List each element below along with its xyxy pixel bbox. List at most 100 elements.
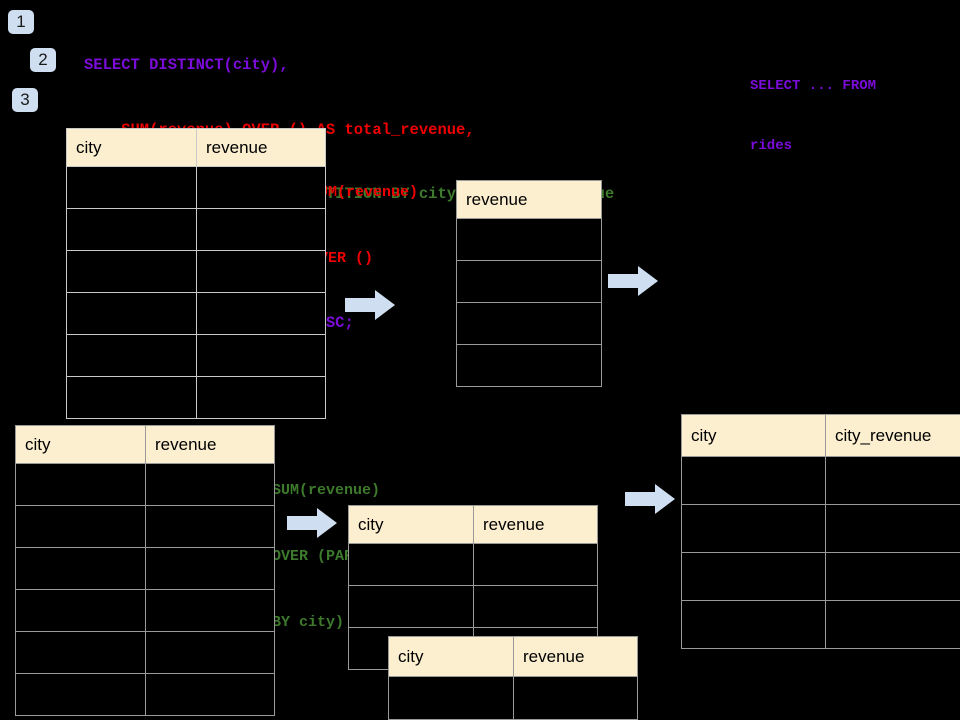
table-header-row: city revenue xyxy=(66,128,326,167)
arrow-right-icon xyxy=(608,266,658,296)
table-cell xyxy=(196,250,326,293)
table-cell xyxy=(473,585,598,628)
table-body xyxy=(66,166,326,419)
table-cell xyxy=(15,463,146,506)
table-row xyxy=(66,334,326,377)
table-source-top: city revenue xyxy=(66,128,326,419)
column-header-revenue: revenue xyxy=(145,425,275,464)
column-header-city: city xyxy=(15,425,146,464)
side-note-line-2: rides xyxy=(750,138,793,154)
table-row xyxy=(15,547,275,590)
table-cell xyxy=(681,552,826,601)
column-header-revenue: revenue xyxy=(196,128,326,167)
table-row xyxy=(456,218,602,261)
table-partition-b: city revenue xyxy=(388,636,638,720)
flow-arrow-4 xyxy=(625,483,675,515)
table-row xyxy=(66,376,326,419)
flow-arrow-3 xyxy=(287,507,337,539)
step-badge-3: 3 xyxy=(12,88,38,112)
column-header-revenue: revenue xyxy=(473,505,598,544)
flow-arrow-1 xyxy=(345,289,395,321)
table-row xyxy=(348,543,598,586)
table-cell xyxy=(513,676,638,720)
table-cell xyxy=(66,250,197,293)
table-cell xyxy=(681,456,826,505)
table-header-row: city revenue xyxy=(388,636,638,677)
table-cell xyxy=(825,456,960,505)
table-cell xyxy=(15,547,146,590)
annotation-total-line-1: SUM(revenue) xyxy=(310,184,419,201)
table-cell xyxy=(348,585,474,628)
table-row xyxy=(66,166,326,209)
table-cell xyxy=(825,600,960,649)
table-row xyxy=(66,292,326,335)
table-cell xyxy=(15,505,146,548)
table-cell xyxy=(196,334,326,377)
column-header-revenue: revenue xyxy=(513,636,638,677)
table-cell xyxy=(196,208,326,251)
table-cell xyxy=(825,504,960,553)
table-row xyxy=(15,673,275,716)
table-header-row: city revenue xyxy=(15,425,275,464)
table-row xyxy=(348,585,598,628)
annotation-total-line-2: OVER () xyxy=(310,250,374,267)
table-cell xyxy=(473,543,598,586)
arrow-right-icon xyxy=(287,508,337,538)
column-header-city: city xyxy=(388,636,514,677)
table-body xyxy=(681,456,960,649)
table-cell xyxy=(145,505,275,548)
table-cell xyxy=(145,589,275,632)
annotation-total-revenue: SUM(revenue) OVER () xyxy=(310,138,418,314)
table-cell xyxy=(825,552,960,601)
table-row xyxy=(15,631,275,674)
table-cell xyxy=(456,260,602,303)
table-row xyxy=(66,208,326,251)
table-header-row: city city_revenue xyxy=(681,414,960,457)
table-cell xyxy=(456,218,602,261)
column-header-city: city xyxy=(348,505,474,544)
annotation-partition-line-1: SUM(revenue) xyxy=(272,482,381,499)
table-row xyxy=(681,600,960,649)
table-row xyxy=(681,552,960,601)
table-total-revenue: revenue xyxy=(456,180,602,387)
table-row xyxy=(66,250,326,293)
table-row xyxy=(456,344,602,387)
table-cell xyxy=(15,631,146,674)
column-header-city-revenue: city_revenue xyxy=(825,414,960,457)
arrow-right-icon xyxy=(345,290,395,320)
table-cell xyxy=(66,376,197,419)
table-result: city city_revenue xyxy=(681,414,960,649)
flow-arrow-2 xyxy=(608,265,658,297)
table-body xyxy=(388,676,638,720)
table-row xyxy=(388,676,638,720)
arrow-right-icon xyxy=(625,484,675,514)
table-row xyxy=(15,589,275,632)
table-cell xyxy=(456,344,602,387)
table-row xyxy=(15,505,275,548)
table-header-row: city revenue xyxy=(348,505,598,544)
column-header-city: city xyxy=(66,128,197,167)
table-cell xyxy=(15,589,146,632)
table-cell xyxy=(145,673,275,716)
table-cell xyxy=(66,166,197,209)
table-cell xyxy=(681,600,826,649)
table-cell xyxy=(196,376,326,419)
column-header-city: city xyxy=(681,414,826,457)
table-row xyxy=(15,463,275,506)
step-badge-2: 2 xyxy=(30,48,56,72)
table-cell xyxy=(66,208,197,251)
table-source-bottom: city revenue xyxy=(15,425,275,716)
table-body xyxy=(15,463,275,716)
table-cell xyxy=(66,334,197,377)
table-cell xyxy=(145,631,275,674)
table-row xyxy=(681,504,960,553)
sql-line-select: SELECT DISTINCT(city), xyxy=(84,56,289,74)
step-badge-1: 1 xyxy=(8,10,34,34)
side-note-line-1: SELECT ... FROM xyxy=(750,78,877,94)
table-row xyxy=(456,260,602,303)
table-cell xyxy=(196,292,326,335)
table-row xyxy=(456,302,602,345)
annotation-partition-line-3: BY city) xyxy=(272,614,345,631)
column-header-revenue: revenue xyxy=(456,180,602,219)
